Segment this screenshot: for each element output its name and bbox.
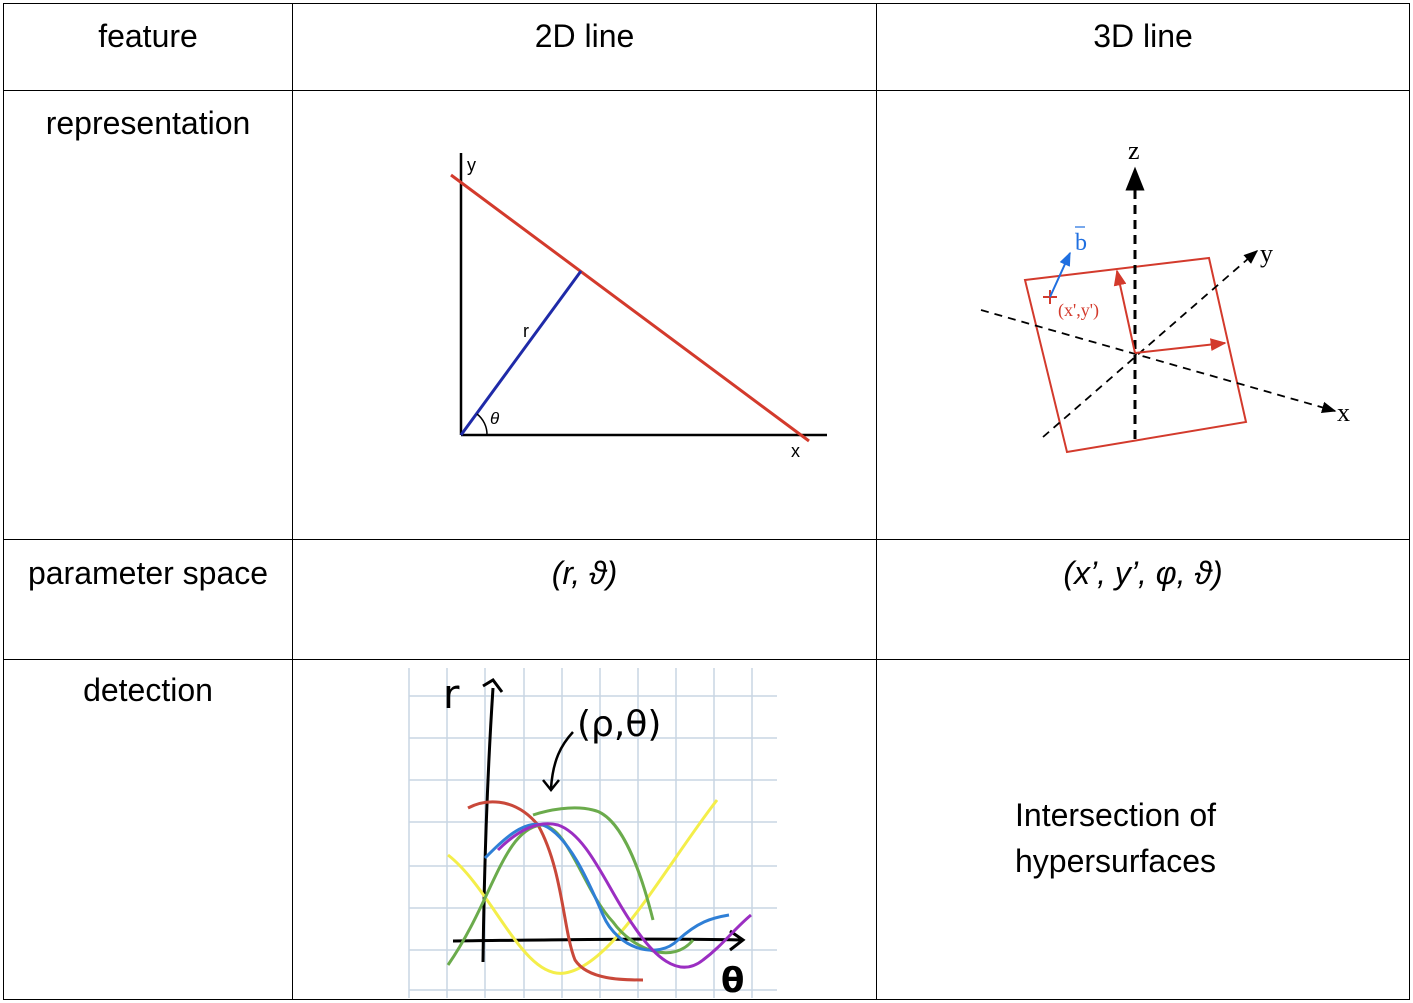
sketch-peak-label: (ρ,θ) — [577, 704, 661, 745]
figure-2d-line-representation: y x r θ — [450, 153, 827, 461]
row-label-detection: detection — [83, 672, 213, 708]
x-axis — [980, 309, 1337, 413]
header-cell-feature: feature — [3, 3, 293, 91]
parameter-space-3d: (x’, y’, φ, ϑ) — [1063, 555, 1223, 591]
row-detection-2d-cell: r (ρ,θ) θ — [292, 659, 877, 1001]
purple-curve — [496, 822, 752, 969]
green-curve-peak — [532, 806, 655, 921]
x-axis-label: x — [1337, 398, 1350, 427]
comparison-table: feature 2D line 3D line representation y… — [3, 3, 1410, 1001]
sketch-r-axis — [481, 687, 495, 963]
row-label-representation: representation — [45, 105, 251, 141]
plane-y-arrow — [1113, 269, 1136, 354]
blue-curve — [483, 822, 730, 952]
header-cell-2d-line: 2D line — [292, 3, 877, 91]
red-curve — [467, 800, 644, 982]
point-label: (x',y') — [1058, 300, 1099, 321]
hough-accumulator-sketch: r (ρ,θ) θ — [408, 668, 777, 1001]
row-label-parameter-space: parameter space — [27, 555, 269, 591]
normal-r-segment — [459, 270, 583, 436]
yellow-curve — [447, 799, 719, 975]
y-axis-label: y — [467, 155, 476, 175]
z-axis-label: z — [1128, 136, 1140, 165]
sketch-r-arrowhead — [482, 678, 504, 693]
detection-3d-text: Intersection of hypersurfaces — [1015, 797, 1216, 879]
header-feature: feature — [98, 18, 198, 54]
row-representation-3d-cell: b (x',y') z y x — [876, 90, 1410, 540]
theta-label: θ — [490, 409, 500, 428]
figure-3d-line-representation: b (x',y') z y x — [980, 136, 1350, 454]
y-axis — [1042, 250, 1259, 438]
row-parameter-space-label-cell: parameter space — [3, 539, 293, 660]
parameter-space-2d: (r, ϑ) — [551, 555, 618, 591]
row-detection-3d-cell: Intersection of hypersurfaces — [876, 659, 1410, 1000]
row-representation-2d-cell: y x r θ — [292, 90, 877, 540]
header-3d-line: 3D line — [1093, 18, 1193, 54]
sketch-theta-arrowhead — [729, 929, 746, 952]
b-label: b — [1075, 230, 1087, 256]
peak-pointer-head — [542, 779, 560, 793]
y-axis-label: y — [1260, 239, 1273, 268]
r-label: r — [523, 321, 529, 341]
x-axis-label: x — [791, 441, 800, 461]
theta-arc — [476, 413, 488, 436]
plane-outline — [1023, 256, 1248, 454]
row-parameter-space-2d-cell: (r, ϑ) — [292, 539, 877, 660]
sketch-theta-axis — [452, 937, 742, 943]
header-cell-3d-line: 3D line — [876, 3, 1410, 91]
row-parameter-space-3d-cell: (x’, y’, φ, ϑ) — [876, 539, 1410, 660]
sketch-r-label: r — [443, 672, 460, 718]
peak-pointer — [549, 731, 574, 789]
row-detection-label-cell: detection — [3, 659, 293, 1000]
row-representation-label-cell: representation — [3, 90, 293, 540]
sketch-theta-label: θ — [721, 961, 744, 1001]
plane-x-arrow — [1134, 338, 1227, 354]
red-line — [450, 173, 810, 443]
b-vector — [1049, 251, 1071, 298]
header-2d-line: 2D line — [534, 18, 635, 54]
